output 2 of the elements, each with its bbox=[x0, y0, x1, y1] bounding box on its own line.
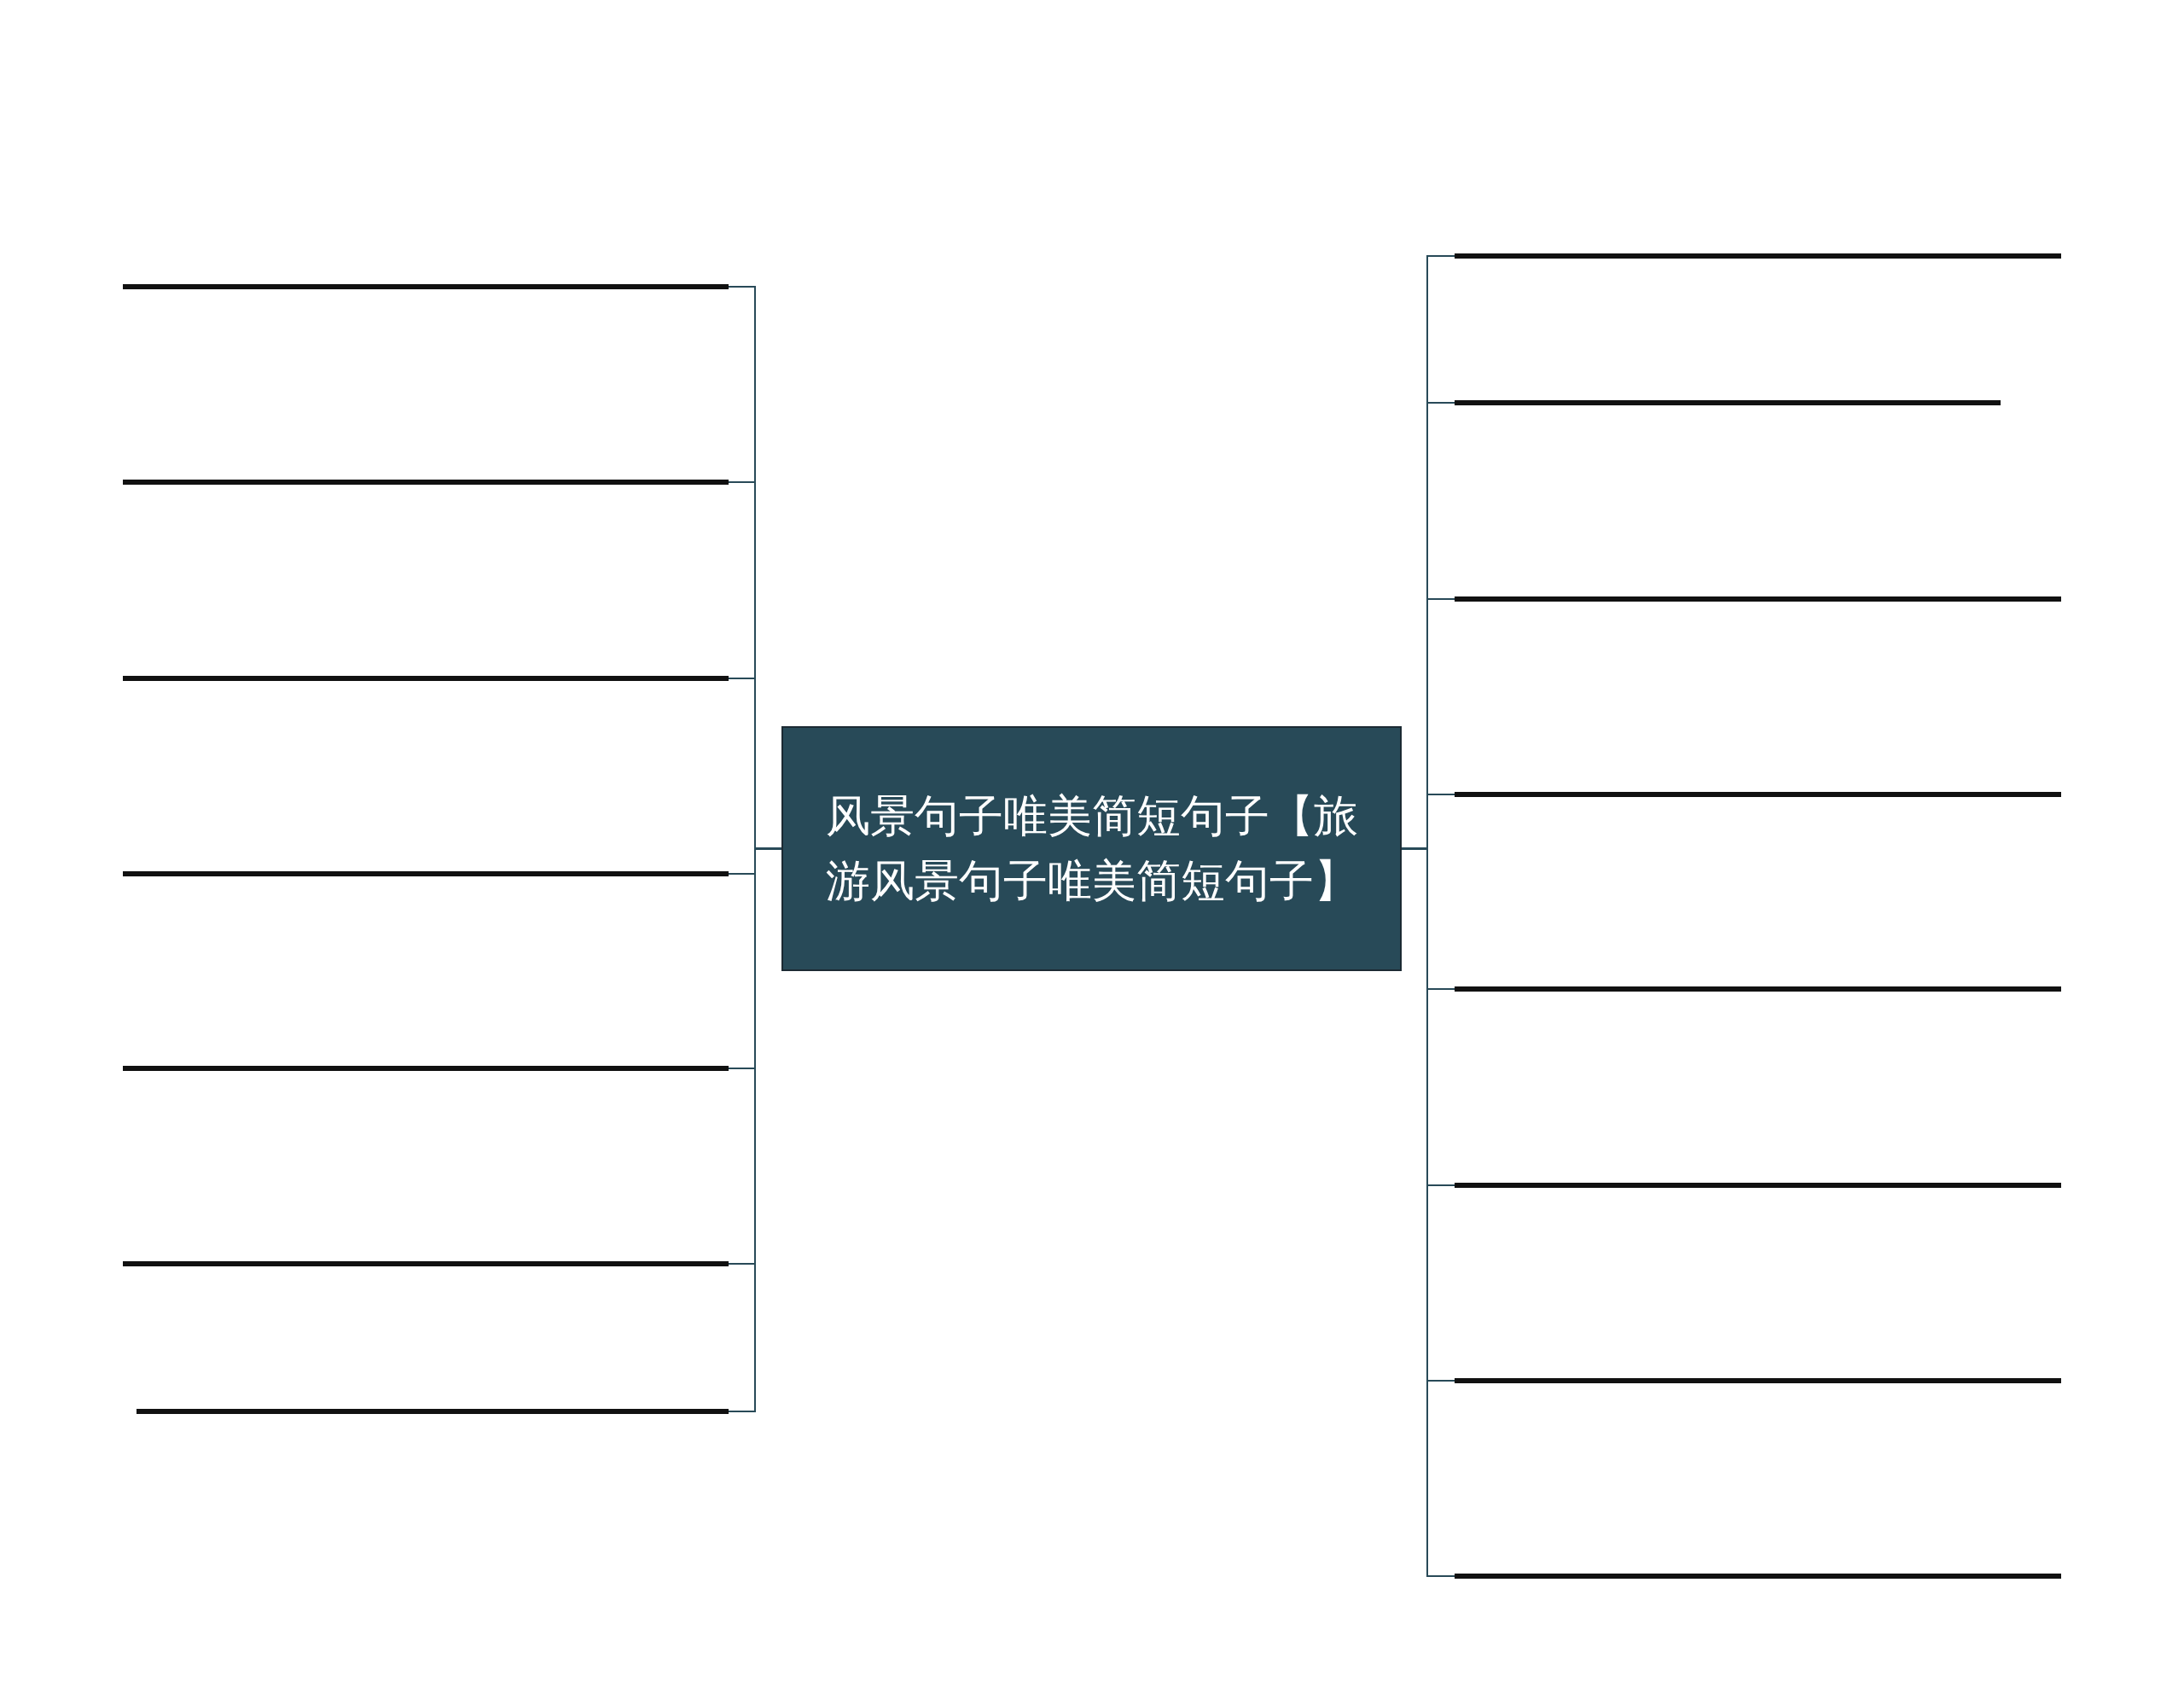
topic-title: 风景句子唯美简短句子【旅游风景句子唯美简短句子】 bbox=[824, 789, 1359, 908]
central-topic-box bbox=[781, 726, 1402, 971]
